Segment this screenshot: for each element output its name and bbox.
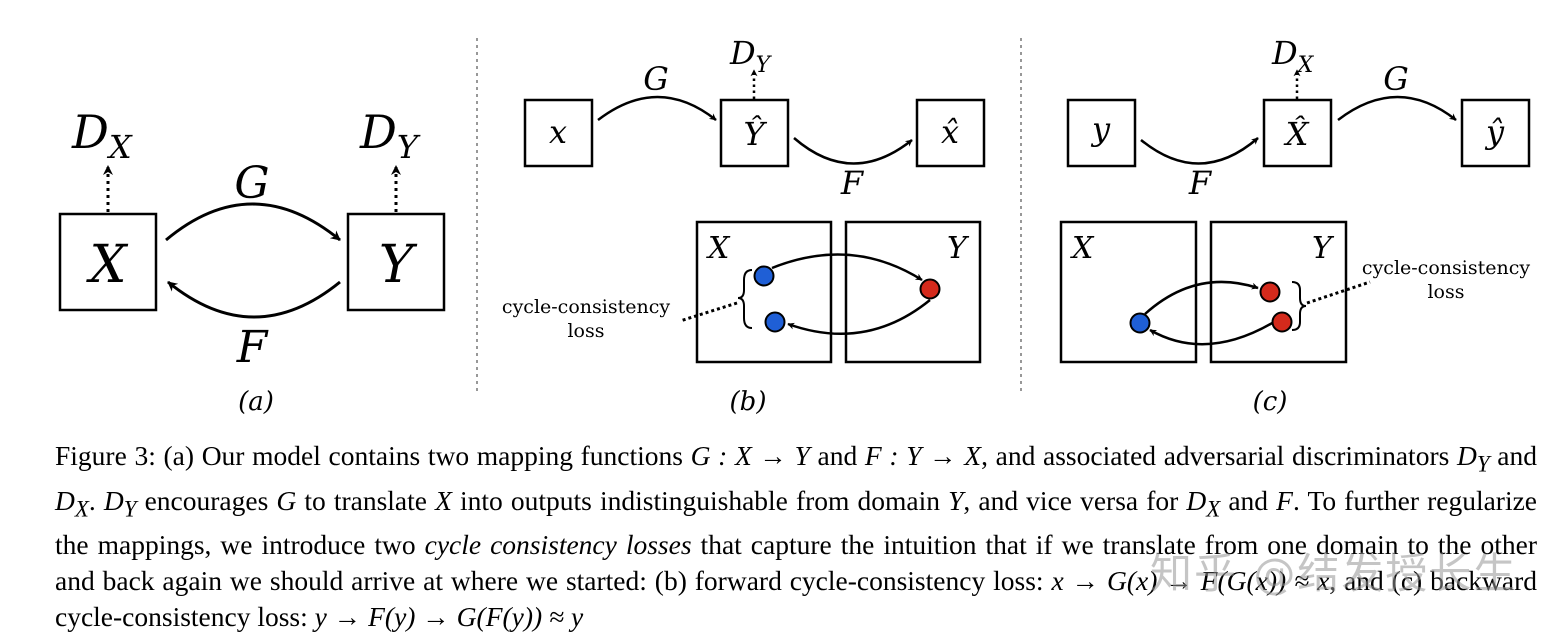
panel-b: x Ŷ x̂ DY G F X Y cycle-consistency loss…	[502, 34, 986, 417]
mapping-f-label: F	[236, 322, 269, 373]
mapping-f-label: F	[840, 164, 865, 202]
box-y-hat-label: Ŷ	[743, 115, 767, 153]
panel-b-label: (b)	[730, 387, 767, 417]
box-y-input	[1066, 98, 1137, 168]
domain-y-square-label: Y	[947, 231, 970, 266]
domain-y-square	[844, 220, 982, 364]
box-y-hat-label: ŷ	[1484, 113, 1505, 151]
mapping-g-arrow	[165, 202, 341, 242]
blue-dot-reconstructed	[764, 311, 786, 333]
domain-x-label: X	[85, 235, 128, 295]
mapping-g-arrow	[597, 95, 717, 121]
mapping-f-arrow	[793, 137, 913, 165]
domain-y-square	[1209, 220, 1348, 364]
box-x-hat-label: X̂	[1283, 115, 1310, 153]
domain-x-square	[695, 220, 833, 364]
loss-brace	[737, 269, 753, 329]
loss-label-line1: cycle-consistency	[1362, 257, 1530, 279]
loss-label-line1: cycle-consistency	[502, 296, 670, 318]
forward-arrow	[771, 253, 923, 282]
watermark: 知乎 @结发授长生	[1150, 549, 1518, 598]
box-y-input-label: y	[1090, 110, 1111, 148]
box-y-hat	[719, 98, 790, 168]
red-dot-reconstructed	[1271, 311, 1293, 333]
disc-y-label: DY	[359, 105, 421, 166]
domain-y-box	[346, 212, 446, 312]
forward-arrow	[1144, 280, 1259, 315]
domain-x-square	[1059, 220, 1198, 364]
box-y-hat	[1460, 98, 1531, 168]
box-x-hat-label: x̂	[941, 113, 959, 151]
figure-caption: Figure 3: (a) Our model contains two map…	[55, 440, 1538, 632]
loss-label-line2: loss	[567, 320, 604, 342]
panel-a-label: (a)	[238, 387, 274, 417]
panel-c: y X̂ ŷ DX F G X Y cycle-consistency loss…	[1059, 34, 1531, 417]
red-dot-source	[1259, 281, 1281, 303]
backward-arrow	[1149, 320, 1275, 346]
mapping-g-arrow	[1337, 95, 1457, 121]
box-x-input	[523, 98, 594, 168]
mapping-f-label: F	[1188, 164, 1213, 202]
loss-label-line2: loss	[1427, 281, 1464, 303]
mapping-f-arrow	[1140, 137, 1259, 165]
blue-dot-source	[753, 265, 775, 287]
domain-y-label: Y	[379, 235, 418, 295]
domain-y-square-label: Y	[1312, 231, 1335, 266]
disc-label: DY	[729, 34, 773, 78]
mapping-g-label: G	[1383, 60, 1409, 98]
box-x-input-label: x	[549, 113, 567, 151]
panel-c-label: (c)	[1253, 387, 1288, 417]
disc-label: DX	[1271, 34, 1315, 78]
loss-dotted-line	[679, 301, 738, 323]
red-dot	[919, 278, 941, 300]
mapping-g-label: G	[234, 158, 269, 209]
mapping-g-label: G	[643, 60, 669, 98]
backward-arrow	[787, 299, 931, 335]
disc-x-label: DX	[71, 105, 133, 166]
loss-brace	[1291, 281, 1307, 331]
domain-x-square-label: X	[1070, 231, 1095, 266]
mapping-f-arrow	[167, 280, 341, 319]
panel-a: X Y DX DY G F (a)	[58, 105, 446, 417]
blue-dot	[1129, 312, 1151, 334]
loss-dotted-line	[1306, 280, 1371, 305]
domain-x-box	[58, 212, 158, 312]
cyclegan-figure: X Y DX DY G F (a) x Ŷ x̂ DY G F X Y	[58, 34, 1531, 417]
box-x-hat	[915, 98, 986, 168]
domain-x-square-label: X	[706, 231, 731, 266]
box-x-hat	[1262, 98, 1333, 168]
